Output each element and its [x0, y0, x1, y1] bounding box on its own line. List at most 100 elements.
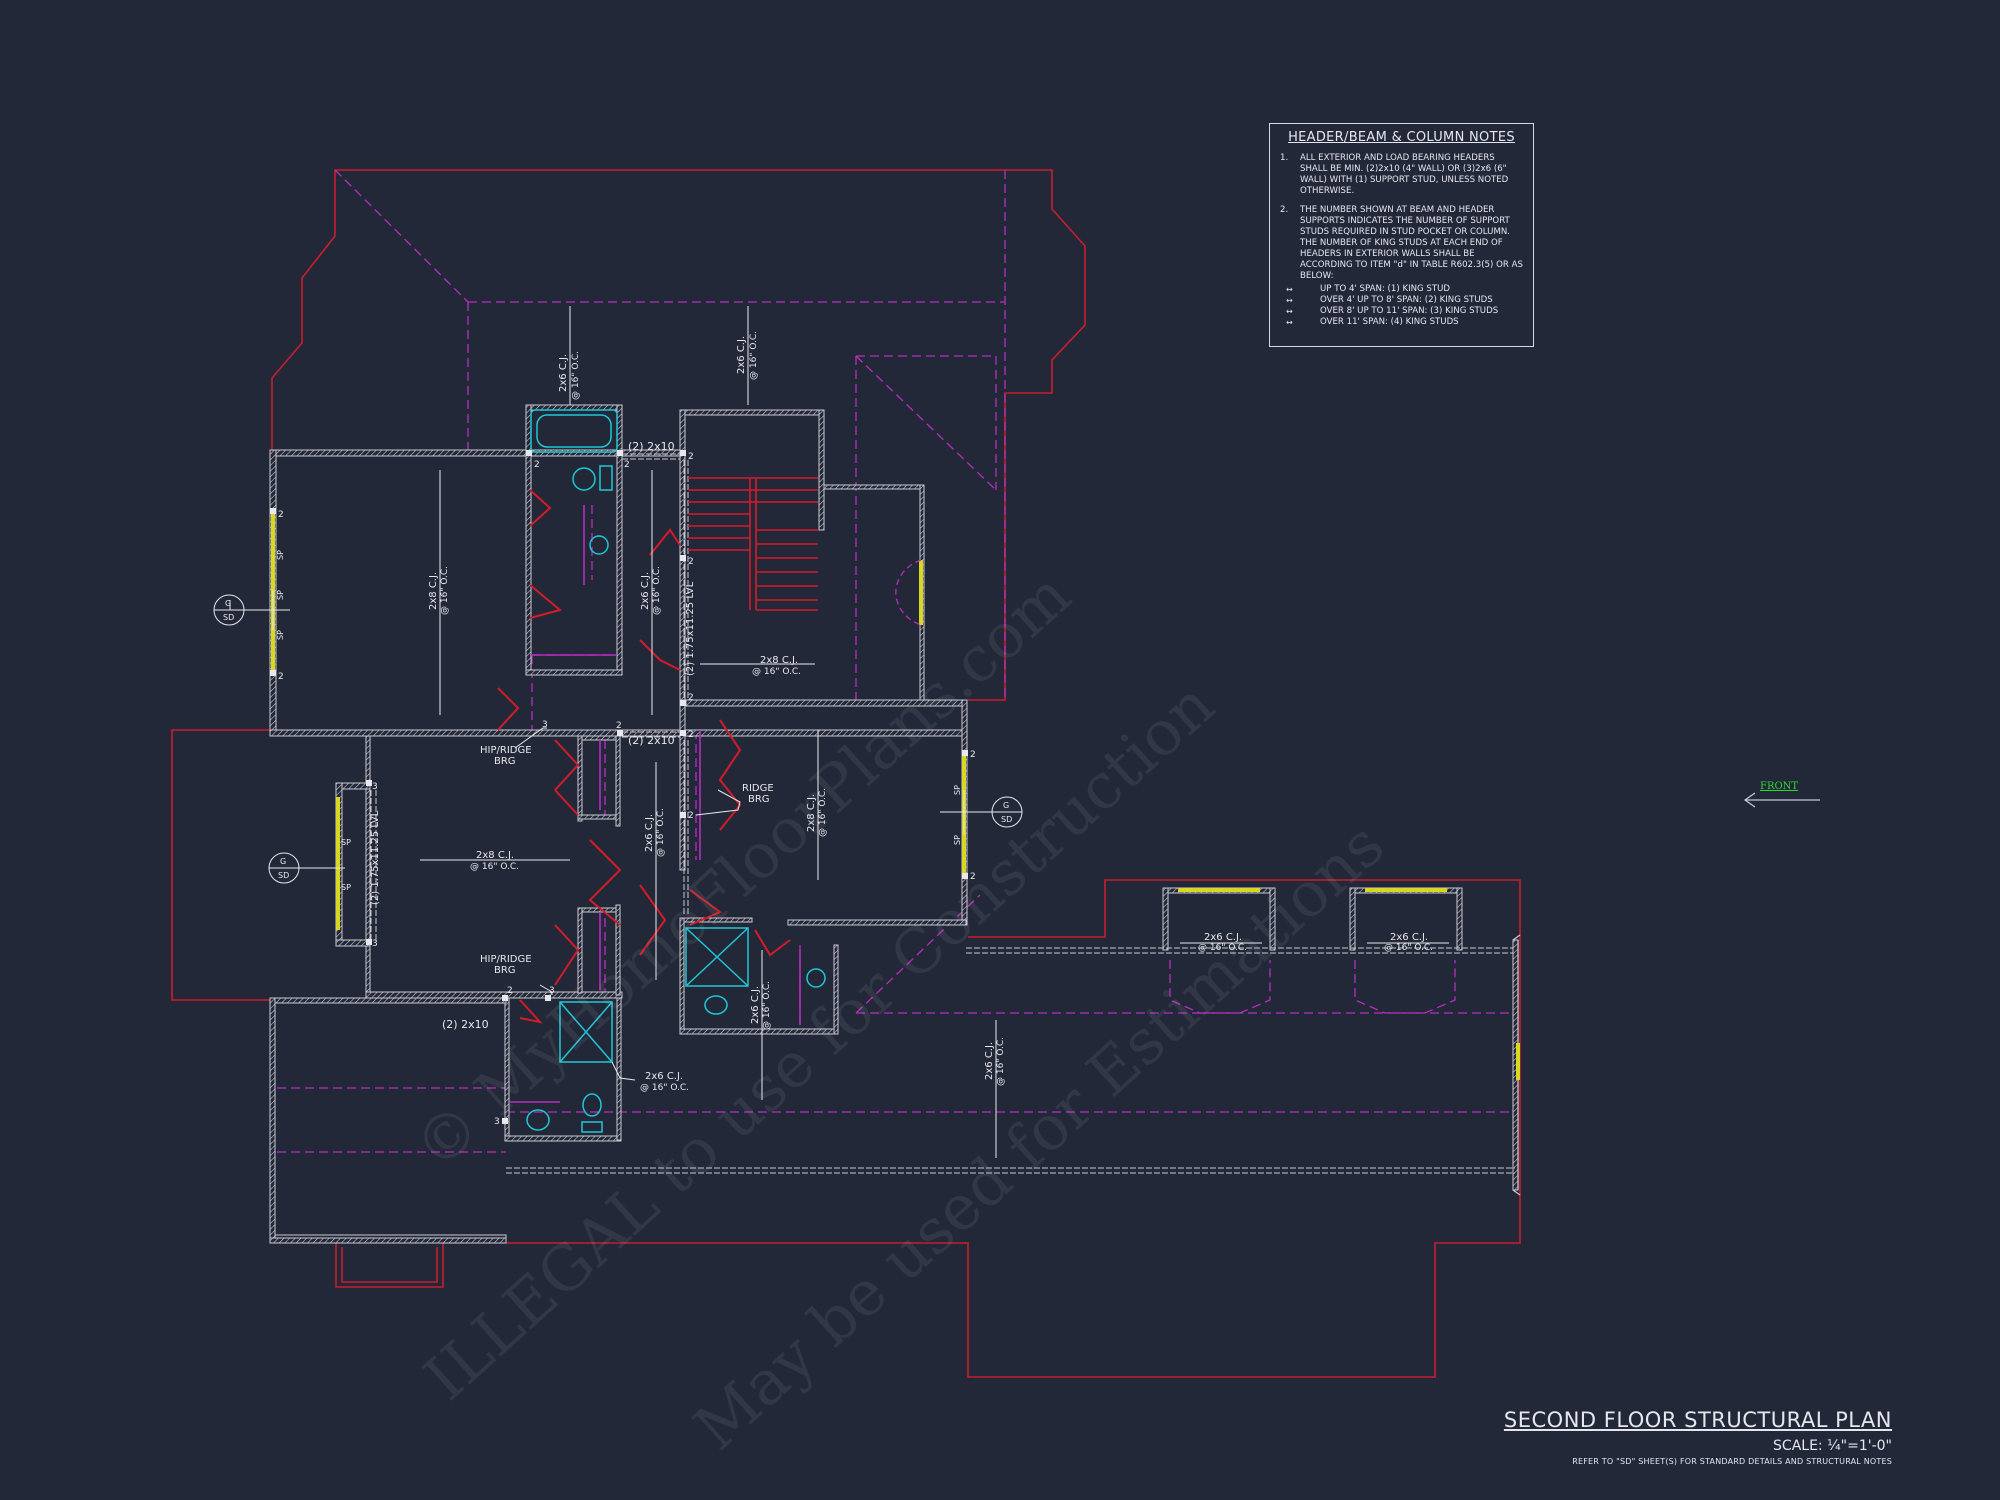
cj-label: 2x6 C.J. — [1204, 932, 1242, 943]
svg-text:3: 3 — [494, 1117, 500, 1127]
svg-text:@ 16" O.C.: @ 16" O.C. — [640, 1083, 689, 1093]
svg-text:@ 16" O.C.: @ 16" O.C. — [470, 862, 519, 872]
svg-text:@ 16" O.C.: @ 16" O.C. — [762, 981, 772, 1030]
lvl-label: (2) 1.75x11.25 LVL — [370, 810, 381, 905]
svg-text:SP: SP — [341, 838, 351, 847]
svg-text:2: 2 — [688, 811, 694, 821]
detail-markers — [213, 590, 1023, 884]
svg-text:@ 16" O.C.: @ 16" O.C. — [996, 1037, 1006, 1086]
svg-text:2: 2 — [688, 730, 694, 740]
svg-text:2: 2 — [278, 510, 284, 520]
king-stud-rule: UP TO 4' SPAN: (1) KING STUD — [1286, 284, 1523, 295]
svg-text:2: 2 — [624, 460, 630, 470]
cj-label: 2x6 C.J. — [736, 336, 747, 374]
svg-text:(2) 1.75x11.25 LVL: (2) 1.75x11.25 LVL — [370, 810, 381, 905]
cj-label: 2x8 C.J. — [760, 655, 798, 666]
header-beam-notes: HEADER/BEAM & COLUMN NOTES 1. ALL EXTERI… — [1269, 123, 1534, 347]
brg-label: BRG — [494, 756, 516, 767]
cj-label: 2x6 C.J. — [558, 354, 569, 392]
svg-text:2: 2 — [688, 557, 694, 567]
cj-spacing: @ 16" O.C. — [640, 1083, 689, 1093]
title-block: SECOND FLOOR STRUCTURAL PLAN SCALE: ¼"=1… — [1504, 1408, 1892, 1466]
cj-spacing: @ 16" O.C. — [818, 788, 828, 837]
header-label: (2) 2x10 — [628, 734, 675, 747]
cj-label: 2x6 C.J. — [640, 572, 651, 610]
span-arrows — [420, 306, 1449, 1158]
lvl-label: (2) 1.75x11.25 LVL — [685, 581, 696, 676]
king-stud-rule: OVER 8' UP TO 11' SPAN: (3) KING STUDS — [1286, 306, 1523, 317]
svg-text:2x6 C.J.: 2x6 C.J. — [1390, 932, 1428, 943]
svg-text:2x6 C.J.: 2x6 C.J. — [984, 1042, 995, 1080]
cj-spacing: @ 16" O.C. — [996, 1037, 1006, 1086]
svg-text:2: 2 — [278, 672, 284, 682]
svg-text:2x8 C.J.: 2x8 C.J. — [806, 794, 817, 832]
svg-text:BRG: BRG — [494, 756, 516, 767]
svg-text:@ 16" O.C.: @ 16" O.C. — [440, 566, 450, 615]
svg-text:2: 2 — [534, 460, 540, 470]
note-item: 1. ALL EXTERIOR AND LOAD BEARING HEADERS… — [1280, 153, 1509, 196]
cj-spacing: @ 16" O.C. — [1198, 943, 1247, 953]
svg-text:@ 16" O.C.: @ 16" O.C. — [752, 667, 801, 677]
svg-text:SP: SP — [953, 785, 962, 795]
plan-scale: SCALE: ¼"=1'-0" — [1773, 1438, 1892, 1454]
svg-text:SP: SP — [276, 630, 285, 640]
hip-ridge-label: HIP/RIDGE — [480, 954, 532, 965]
cj-spacing: @ 16" O.C. — [470, 862, 519, 872]
cj-label: 2x6 C.J. — [1390, 932, 1428, 943]
svg-text:2: 2 — [688, 693, 694, 703]
plan-title: SECOND FLOOR STRUCTURAL PLAN — [1503, 1408, 1892, 1432]
cj-label: 2x6 C.J. — [750, 986, 761, 1024]
cj-label: 2x6 C.J. — [645, 1071, 683, 1082]
svg-text:@ 16" O.C.: @ 16" O.C. — [818, 788, 828, 837]
brg-label: BRG — [748, 794, 770, 805]
note-item: 2. THE NUMBER SHOWN AT BEAM AND HEADER S… — [1280, 205, 1523, 328]
svg-text:2: 2 — [507, 986, 513, 996]
svg-text:@ 16" O.C.: @ 16" O.C. — [571, 351, 581, 400]
svg-text:(2) 1.75x11.25 LVL: (2) 1.75x11.25 LVL — [685, 581, 696, 676]
bath-fixtures — [526, 409, 826, 1133]
king-stud-rule: OVER 11' SPAN: (4) KING STUDS — [1286, 317, 1523, 328]
svg-text:G: G — [280, 857, 286, 866]
cj-spacing: @ 16" O.C. — [749, 331, 759, 380]
svg-text:2: 2 — [970, 750, 976, 760]
svg-text:3: 3 — [542, 720, 548, 730]
front-arrow — [1743, 792, 1820, 808]
svg-text:SP: SP — [276, 550, 285, 560]
svg-text:SP: SP — [341, 883, 351, 892]
cj-spacing: @ 16" O.C. — [652, 566, 662, 615]
svg-text:SP: SP — [953, 835, 962, 845]
svg-text:2: 2 — [970, 872, 976, 882]
plan-annotations: 2x6 C.J. @ 16" O.C. 2x6 C.J. @ 16" O.C. … — [223, 331, 1433, 1127]
svg-text:2x6 C.J.: 2x6 C.J. — [1204, 932, 1242, 943]
svg-text:3: 3 — [549, 986, 555, 996]
hip-ridge-label: HIP/RIDGE — [480, 745, 532, 756]
svg-text:3: 3 — [372, 782, 378, 792]
cj-spacing: @ 16" O.C. — [440, 566, 450, 615]
plan-reference: REFER TO "SD" SHEET(S) FOR STANDARD DETA… — [1572, 1457, 1892, 1466]
svg-text:HIP/RIDGE: HIP/RIDGE — [480, 954, 532, 965]
cj-label: 2x8 C.J. — [806, 794, 817, 832]
svg-text:@ 16" O.C.: @ 16" O.C. — [656, 808, 666, 857]
svg-text:SD: SD — [278, 871, 289, 880]
svg-text:2: 2 — [688, 452, 694, 462]
roof-outline — [171, 169, 1521, 1378]
stairs — [688, 477, 818, 611]
cj-spacing: @ 16" O.C. — [1384, 943, 1433, 953]
svg-text:@ 16" O.C.: @ 16" O.C. — [749, 331, 759, 380]
cj-spacing: @ 16" O.C. — [762, 981, 772, 1030]
svg-text:G: G — [1003, 801, 1009, 810]
cj-spacing: @ 16" O.C. — [656, 808, 666, 857]
svg-text:2x8 C.J.: 2x8 C.J. — [760, 655, 798, 666]
king-stud-rule: OVER 4' UP TO 8' SPAN: (2) KING STUDS — [1286, 295, 1523, 306]
cj-label: 2x8 C.J. — [476, 850, 514, 861]
svg-text:2x8 C.J.: 2x8 C.J. — [476, 850, 514, 861]
header-label: (2) 2x10 — [628, 440, 675, 453]
svg-text:2x6 C.J.: 2x6 C.J. — [644, 814, 655, 852]
svg-text:@ 16" O.C.: @ 16" O.C. — [1384, 943, 1433, 953]
svg-text:HIP/RIDGE: HIP/RIDGE — [480, 745, 532, 756]
svg-text:@ 16" O.C.: @ 16" O.C. — [1198, 943, 1247, 953]
header-label: (2) 2x10 — [442, 1018, 489, 1031]
svg-text:@ 16" O.C.: @ 16" O.C. — [652, 566, 662, 615]
brg-label: BRG — [494, 965, 516, 976]
